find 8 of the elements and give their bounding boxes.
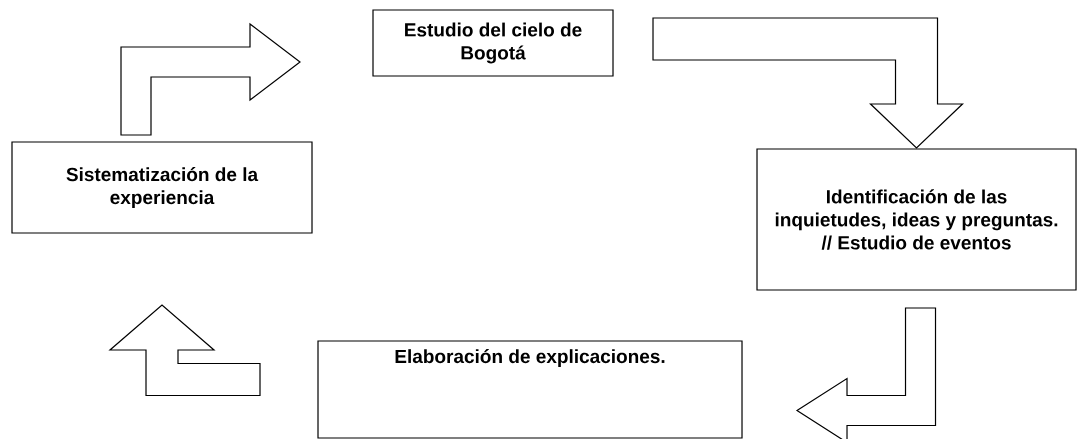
block-arrow	[795, 307, 937, 439]
block-arrow	[108, 304, 261, 397]
process-box: Identificación de las inquietudes, ideas y preguntas. // Estudio de eventos	[756, 148, 1077, 291]
process-box: Sistematización de la experiencia	[11, 141, 313, 234]
process-box: Elaboración de explicaciones.	[317, 340, 743, 439]
block-arrow	[652, 17, 964, 149]
process-box: Estudio del cielo de Bogotá	[372, 9, 614, 77]
block-arrow	[120, 22, 301, 136]
